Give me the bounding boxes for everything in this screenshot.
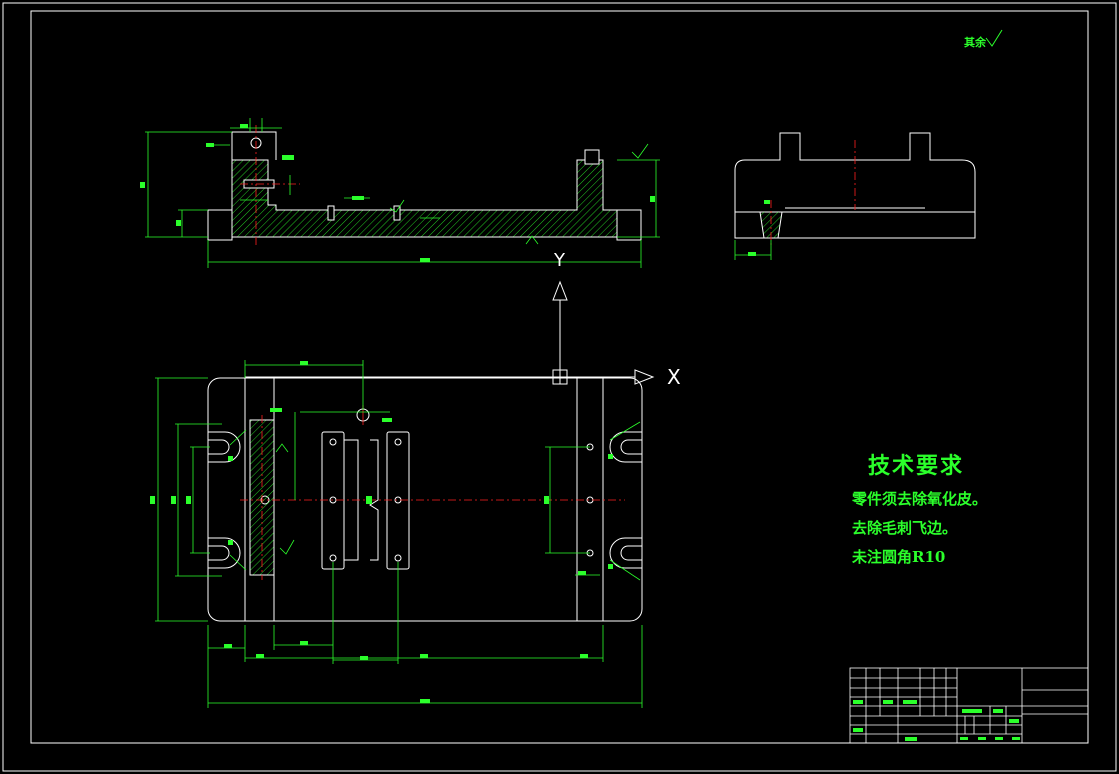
roughness-note: 其余 xyxy=(964,36,986,49)
side-view xyxy=(734,132,976,260)
note-line: 去除毛刺飞边。 xyxy=(852,519,958,537)
notes-title: 技术要求 xyxy=(868,453,965,479)
plan-view xyxy=(150,360,643,708)
title-block xyxy=(849,667,1089,744)
coordinate-axes xyxy=(245,280,655,385)
roughness-symbol-icon xyxy=(985,29,1003,47)
x-axis-label: X xyxy=(667,365,681,389)
slot-hole-icon xyxy=(329,438,337,446)
note-line: 零件须去除氧化皮。 xyxy=(852,490,988,508)
note-line: 未注圆角R10 xyxy=(852,548,946,566)
technical-requirements: 技术要求 零件须去除氧化皮。 去除毛刺飞边。 未注圆角R10 xyxy=(852,448,987,567)
front-section-view xyxy=(140,118,660,268)
y-axis-label: Y xyxy=(554,250,565,271)
